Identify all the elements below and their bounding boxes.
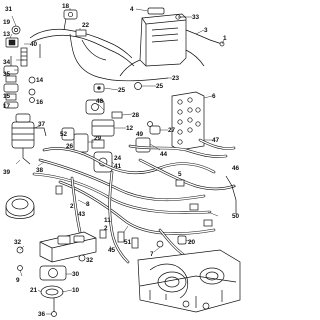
callout-49: 49: [136, 131, 144, 138]
callout-22: 22: [82, 22, 90, 29]
callout-32-left: 32: [14, 239, 22, 246]
callout-41: 41: [114, 163, 122, 170]
callout-9: 9: [16, 277, 20, 284]
callout-20: 20: [188, 239, 196, 246]
callout-16: 16: [36, 99, 44, 106]
callout-2-mid: 2: [104, 225, 108, 232]
callout-5: 5: [178, 171, 182, 178]
callout-45: 45: [108, 247, 116, 254]
callout-24: 24: [114, 155, 122, 162]
callout-37: 37: [38, 121, 46, 128]
wire-harness-assembly: [3, 9, 169, 109]
callout-14: 14: [36, 77, 44, 84]
filter-canister-assembly: [5, 113, 47, 219]
callout-33: 33: [192, 14, 200, 21]
callout-13: 13: [3, 31, 11, 38]
callout-25-top: 25: [118, 87, 126, 94]
intake-manifold-area: [117, 175, 241, 313]
leader-lines: [9, 8, 237, 315]
callout-3: 3: [204, 27, 208, 34]
callout-21: 21: [30, 287, 38, 294]
callout-32-mid: 32: [86, 257, 94, 264]
callout-4: 4: [130, 6, 134, 13]
callout-47: 47: [212, 137, 220, 144]
callout-29: 29: [94, 135, 102, 142]
callout-25-right: 25: [156, 83, 164, 90]
callout-40: 40: [30, 41, 38, 48]
callout-8: 8: [86, 201, 90, 208]
callout-1: 1: [223, 35, 227, 42]
callout-34: 34: [3, 59, 11, 66]
callout-44: 44: [160, 151, 168, 158]
callout-19: 19: [3, 19, 11, 26]
callout-12: 12: [126, 125, 134, 132]
callout-6: 6: [212, 93, 216, 100]
callout-52: 52: [60, 131, 68, 138]
callout-15: 15: [3, 93, 11, 100]
callout-11: 11: [104, 217, 111, 224]
callout-46: 46: [232, 165, 240, 172]
vacuum-connector-strip: [171, 91, 205, 151]
callout-17: 17: [3, 103, 11, 110]
callout-10: 10: [72, 287, 80, 294]
callout-31: 31: [5, 6, 13, 13]
callout-labels: 31 19 13 18 22 4 33 3 1 40 34 35 14 15 1…: [3, 3, 240, 318]
callout-36: 36: [38, 311, 46, 318]
callout-18: 18: [62, 3, 70, 10]
callout-23: 23: [172, 75, 180, 82]
callout-7: 7: [150, 251, 154, 258]
callout-48: 48: [96, 98, 104, 105]
callout-35: 35: [3, 71, 11, 78]
callout-27: 27: [168, 127, 176, 134]
callout-39: 39: [3, 169, 11, 176]
callout-26: 26: [66, 143, 74, 150]
reservoir-tank-assembly: [119, 7, 225, 77]
callout-30: 30: [72, 271, 80, 278]
callout-28: 28: [132, 112, 140, 119]
air-valve-bracket: [16, 231, 97, 317]
vacuum-hose-bundle: [32, 138, 236, 272]
callout-51: 51: [124, 239, 132, 246]
parts-diagram: 31 19 13 18 22 4 33 3 1 40 34 35 14 15 1…: [3, 3, 241, 318]
callout-2-left: 2: [70, 203, 74, 210]
callout-50: 50: [232, 213, 240, 220]
center-valve-group: [61, 82, 161, 173]
callout-43: 43: [78, 211, 86, 218]
callout-38: 38: [36, 167, 44, 174]
